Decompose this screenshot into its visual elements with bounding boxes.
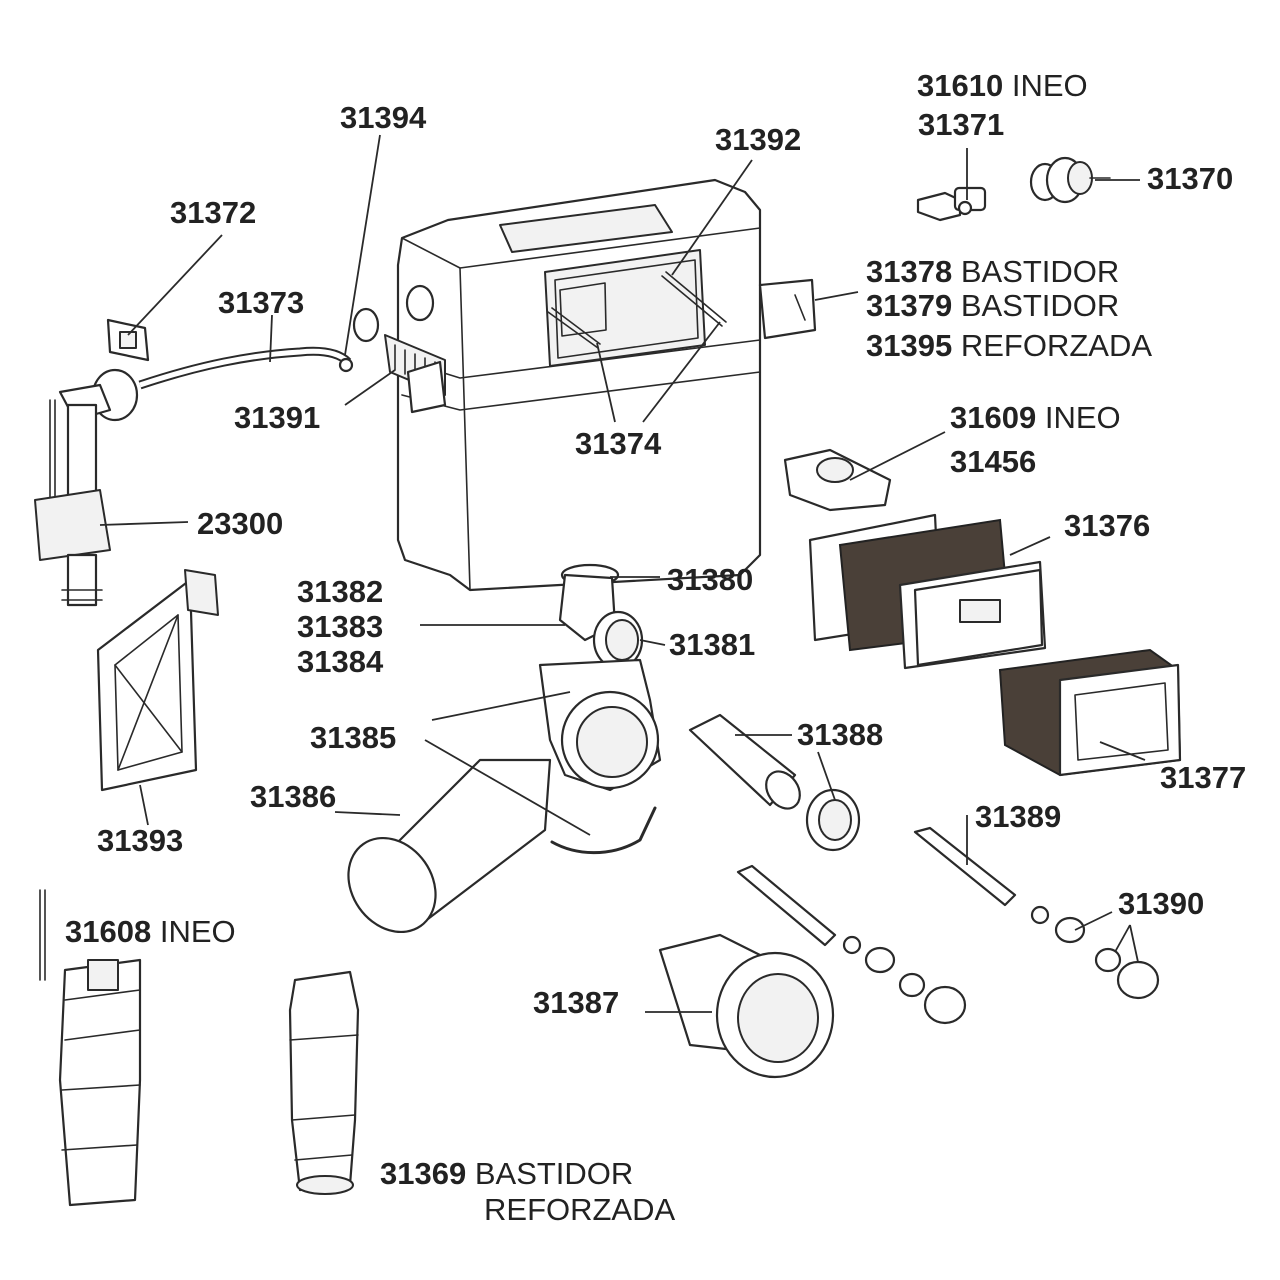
valve-31370 xyxy=(1029,156,1111,204)
label-31608: 31608 INEO xyxy=(65,914,236,949)
flush-plate-31376 xyxy=(808,513,1047,670)
pipe-31388 xyxy=(688,713,861,852)
label-31370: 31370 xyxy=(1147,161,1233,196)
label-31369-line2: REFORZADA xyxy=(484,1192,676,1227)
label-31374: 31374 xyxy=(575,426,662,461)
flush-valve-31608 xyxy=(39,889,142,1207)
label-31382: 31382 xyxy=(297,574,383,609)
label-31379: 31379 BASTIDOR xyxy=(866,288,1119,323)
label-31380: 31380 xyxy=(667,562,753,597)
pipe-31386 xyxy=(347,758,552,934)
fill-valve-23300 xyxy=(34,368,139,607)
label-31383: 31383 xyxy=(297,609,383,644)
label-31376: 31376 xyxy=(1064,508,1150,543)
bolt-31387 xyxy=(736,864,967,1025)
leader-lines xyxy=(99,134,1146,1013)
label-31386: 31386 xyxy=(250,779,336,814)
caps-31390 xyxy=(1094,947,1160,1000)
cistern-tank xyxy=(352,178,817,592)
label-31369: 31369 BASTIDOR xyxy=(380,1156,633,1191)
label-31389: 31389 xyxy=(975,799,1061,834)
plate-31609 xyxy=(783,448,892,512)
flush-valve-31369 xyxy=(288,970,360,1195)
label-31387: 31387 xyxy=(533,985,619,1020)
bolt-31389 xyxy=(913,826,1086,944)
label-31456: 31456 xyxy=(950,444,1036,479)
label-31391: 31391 xyxy=(234,400,320,435)
label-31384: 31384 xyxy=(297,644,384,679)
label-31392: 31392 xyxy=(715,122,801,157)
label-31609: 31609 INEO xyxy=(950,400,1121,435)
label-31373: 31373 xyxy=(218,285,304,320)
valve-body-31385 xyxy=(538,658,662,792)
hose-31373 xyxy=(138,346,354,390)
label-31371: 31371 xyxy=(918,107,1004,142)
label-31610: 31610 INEO xyxy=(917,68,1088,103)
label-31394: 31394 xyxy=(340,100,427,135)
label-23300: 23300 xyxy=(197,506,283,541)
label-31381: 31381 xyxy=(669,627,755,662)
label-31395: 31395 REFORZADA xyxy=(866,328,1152,363)
label-31377: 31377 xyxy=(1160,760,1246,795)
frame-31393 xyxy=(96,569,219,792)
connector-31387 xyxy=(658,933,835,1079)
label-31385: 31385 xyxy=(310,720,396,755)
bracket-31372 xyxy=(106,318,150,362)
clip-31385 xyxy=(550,806,657,855)
box-31377 xyxy=(998,648,1182,777)
label-31378: 31378 BASTIDOR xyxy=(866,254,1119,289)
part-labels: 31610 INEO 31371 31370 31394 31392 31372… xyxy=(65,68,1246,1227)
label-31372: 31372 xyxy=(170,195,256,230)
label-31390: 31390 xyxy=(1118,886,1204,921)
label-31388: 31388 xyxy=(797,717,883,752)
push-valve-31371 xyxy=(916,186,987,222)
label-31393: 31393 xyxy=(97,823,183,858)
